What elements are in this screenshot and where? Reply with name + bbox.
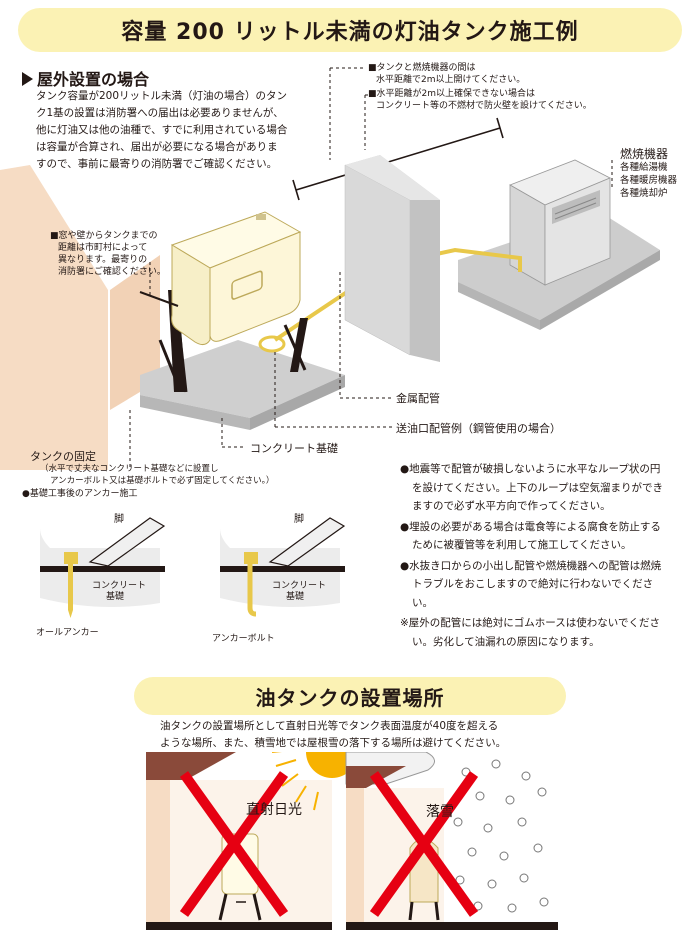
pipe-loop [258, 335, 286, 353]
label-oil-pipe: 送油口配管例（鋼管使用の場合） [396, 422, 561, 435]
sunlight-panel: 直射日光 [146, 752, 358, 930]
leg-label-left: 脚 [114, 512, 124, 525]
note-window: ■窓や壁からタンクまでの 距離は市町村によって 異なります。最寄りの 消防署にご… [50, 231, 166, 277]
snow-icon [453, 759, 549, 913]
distance-line [295, 127, 501, 191]
snow-panel: 落雪 [345, 752, 558, 930]
svg-text:基礎: 基礎 [106, 590, 124, 602]
anchor-bolt-diagram: 脚 コンクリート 基礎 [220, 512, 346, 617]
outdoor-install-illustration [0, 67, 660, 470]
snow-label: 落雪 [426, 804, 454, 820]
svg-text:コンクリート: コンクリート [92, 580, 146, 591]
note-wall: ■水平距離が2m以上確保できない場合は コンクリート等の不燃材で防火壁を設けてく… [368, 89, 592, 111]
outdoor-intro: タンク容量が200リットル未満（灯油の場合）のタンク1基の設置は消防署への届出は… [36, 90, 288, 170]
all-anchor-diagram: 脚 コンクリート 基礎 [40, 512, 166, 618]
oil-tank [170, 211, 302, 346]
fixing-heading: タンクの固定 [30, 450, 96, 463]
caution-item: ※屋外の配管には絶対にゴムホースは使わないでください。劣化して油漏れの原因になり… [400, 617, 660, 648]
caution-item: ●水抜き口からの小出し配管や燃焼機器への配管は燃焼トラブルをおこしますので絶対に… [400, 559, 662, 609]
anchor-illustrations: 脚 コンクリート 基礎 脚 コンクリート 基礎 [40, 512, 346, 618]
caution-item: ●埋設の必要がある場合は電食等による腐食を防止するために被覆管等を利用して施工し… [400, 520, 661, 552]
anchor-bolt-label: アンカーボルト [212, 634, 275, 644]
label-metal-pipe: 金属配管 [396, 392, 440, 405]
fixing-desc: （水平で丈夫なコンクリート基礎などに設置し アンカーボルト又は基礎ボルトで必ず固… [40, 464, 275, 486]
outdoor-heading: 屋外設置の場合 [22, 66, 149, 90]
note-distance: ■タンクと燃焼機器の間は 水平距離で2m以上開けてください。 [368, 63, 526, 85]
leg-label-right: 脚 [294, 512, 304, 525]
placement-illustrations: 直射日光 落雪 [146, 752, 558, 930]
page-title: 容量 200 リットル未満の灯油タンク施工例 [18, 8, 682, 52]
anchor-bullet: ●基礎工事後のアンカー施工 [22, 489, 138, 499]
sun-icon [306, 752, 358, 778]
svg-text:基礎: 基礎 [286, 590, 304, 602]
triangle-icon [22, 72, 33, 86]
caution-item: ●地震等で配管が破損しないように水平なループ状の円を設けてください。上下のループ… [400, 463, 664, 512]
placement-desc: 油タンクの設置場所として直射日光等でタンク表面温度が40度を超える ような場所、… [160, 720, 507, 749]
svg-text:コンクリート: コンクリート [272, 580, 326, 591]
appliance-label: 燃焼機器 各種給湯機 各種暖房機器 各種焼却炉 [620, 147, 678, 200]
label-concrete: コンクリート基礎 [250, 442, 338, 455]
sun-label: 直射日光 [246, 801, 302, 818]
caution-list: ●地震等で配管が破損しないように水平なループ状の円を設けてください。上下のループ… [400, 460, 670, 651]
anchor-all-label: オールアンカー [36, 628, 99, 638]
house-wall [0, 165, 108, 470]
outdoor-heading-text: 屋外設置の場合 [37, 70, 150, 89]
placement-heading: 油タンクの設置場所 [134, 677, 566, 715]
